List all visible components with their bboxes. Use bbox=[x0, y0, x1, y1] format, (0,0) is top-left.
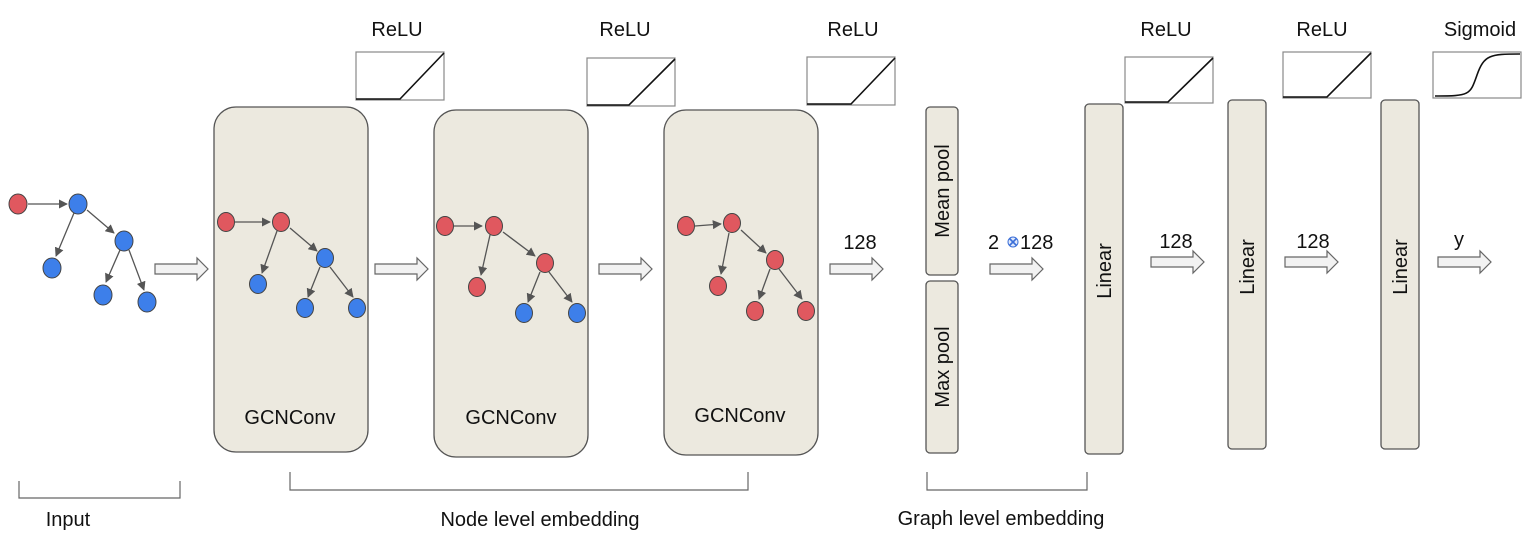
input-graph bbox=[8, 193, 157, 313]
relu-label: ReLU bbox=[827, 19, 878, 41]
linear-label: Linear bbox=[1237, 239, 1259, 295]
gcnconv-block-1: GCNConv bbox=[213, 106, 369, 453]
dim-label-linear-1: 128 bbox=[1159, 231, 1192, 253]
times-icon bbox=[1007, 236, 1019, 248]
graph-node bbox=[515, 303, 533, 323]
graph-node bbox=[797, 301, 815, 321]
linear-layer-2: Linear bbox=[1227, 99, 1267, 450]
flow-arrow bbox=[829, 256, 884, 282]
gcnconv-box bbox=[213, 106, 369, 453]
graph-level-bracket: Graph level embedding bbox=[898, 472, 1105, 530]
sigmoid-label: Sigmoid bbox=[1444, 19, 1516, 41]
relu-label: ReLU bbox=[1296, 19, 1347, 41]
flow-arrow bbox=[374, 256, 429, 282]
relu-activation-5: ReLU bbox=[1282, 19, 1372, 99]
node-level-bracket: Node level embedding bbox=[289, 472, 749, 531]
graph-node bbox=[746, 301, 764, 321]
flow-arrow bbox=[1437, 249, 1492, 275]
flow-arrow bbox=[1284, 249, 1339, 275]
graph-node bbox=[723, 213, 741, 233]
input-bracket: Input bbox=[18, 481, 181, 531]
graph-node bbox=[272, 212, 290, 232]
dim-label-conv-out: 128 bbox=[843, 232, 876, 254]
graph-node bbox=[677, 216, 695, 236]
relu-icon bbox=[806, 56, 896, 106]
sigmoid-curve bbox=[1434, 53, 1521, 97]
graph-node bbox=[766, 250, 784, 270]
relu-label: ReLU bbox=[599, 19, 650, 41]
graph-level-label: Graph level embedding bbox=[898, 508, 1105, 530]
relu-label: ReLU bbox=[1140, 19, 1191, 41]
linear-label: Linear bbox=[1390, 239, 1412, 295]
relu-activation-1: ReLU bbox=[355, 19, 445, 101]
max-pool-block: Max pool bbox=[925, 280, 959, 454]
dim-label-pool-prefix: 2 bbox=[988, 232, 999, 254]
relu-activation-4: ReLU bbox=[1124, 19, 1214, 104]
flow-arrow bbox=[598, 256, 653, 282]
gcnconv-block-3: GCNConv bbox=[663, 109, 819, 456]
output-label: y bbox=[1454, 229, 1464, 251]
gcnconv-label: GCNConv bbox=[465, 407, 556, 429]
relu-curve bbox=[807, 57, 896, 105]
gcnconv-box bbox=[433, 109, 589, 458]
max-pool-label: Max pool bbox=[932, 326, 954, 407]
linear-label: Linear bbox=[1094, 243, 1116, 299]
relu-curve bbox=[1283, 52, 1372, 98]
max-pool-box bbox=[925, 280, 959, 454]
relu-icon bbox=[586, 57, 676, 107]
graph-node bbox=[436, 216, 454, 236]
graph-node bbox=[114, 230, 134, 252]
dim-label-linear-2: 128 bbox=[1296, 231, 1329, 253]
mean-pool-box bbox=[925, 106, 959, 276]
graph-node bbox=[468, 277, 486, 297]
graph-node bbox=[536, 253, 554, 273]
flow-arrow bbox=[1150, 249, 1205, 275]
node-level-label: Node level embedding bbox=[440, 509, 639, 531]
gcnconv-box bbox=[663, 109, 819, 456]
gcnconv-label: GCNConv bbox=[244, 407, 335, 429]
linear-box bbox=[1227, 99, 1267, 450]
graph-node bbox=[485, 216, 503, 236]
graph-node bbox=[316, 248, 334, 268]
flow-arrows bbox=[154, 249, 1492, 282]
relu-activation-2: ReLU bbox=[586, 19, 676, 107]
flow-arrow bbox=[154, 256, 209, 282]
graph-node bbox=[217, 212, 235, 232]
linear-layer-3: Linear bbox=[1380, 99, 1420, 450]
gcnconv-block-2: GCNConv bbox=[433, 109, 589, 458]
graph-node bbox=[68, 193, 88, 215]
relu-label: ReLU bbox=[371, 19, 422, 41]
mean-pool-label: Mean pool bbox=[932, 144, 954, 237]
flow-arrow bbox=[989, 256, 1044, 282]
graph-node bbox=[568, 303, 586, 323]
gcnconv-label: GCNConv bbox=[694, 405, 785, 427]
relu-activation-3: ReLU bbox=[806, 19, 896, 106]
input-label: Input bbox=[46, 509, 91, 531]
graph-node bbox=[137, 291, 157, 313]
linear-box bbox=[1380, 99, 1420, 450]
graph-node bbox=[249, 274, 267, 294]
graph-node bbox=[93, 284, 113, 306]
graph-node bbox=[296, 298, 314, 318]
relu-icon bbox=[1282, 51, 1372, 99]
graph-node bbox=[348, 298, 366, 318]
linear-box bbox=[1084, 103, 1124, 455]
linear-layer-1: Linear bbox=[1084, 103, 1124, 455]
graph-node bbox=[709, 276, 727, 296]
dim-label-pool-suffix: 128 bbox=[1020, 232, 1053, 254]
graph-node bbox=[42, 257, 62, 279]
relu-curve bbox=[1125, 57, 1214, 103]
relu-icon bbox=[355, 51, 445, 101]
relu-icon bbox=[1124, 56, 1214, 104]
relu-curve bbox=[356, 52, 445, 100]
sigmoid-activation: Sigmoid bbox=[1432, 19, 1522, 99]
relu-curve bbox=[587, 58, 676, 106]
mean-pool-block: Mean pool bbox=[925, 106, 959, 276]
graph-node bbox=[8, 193, 28, 215]
